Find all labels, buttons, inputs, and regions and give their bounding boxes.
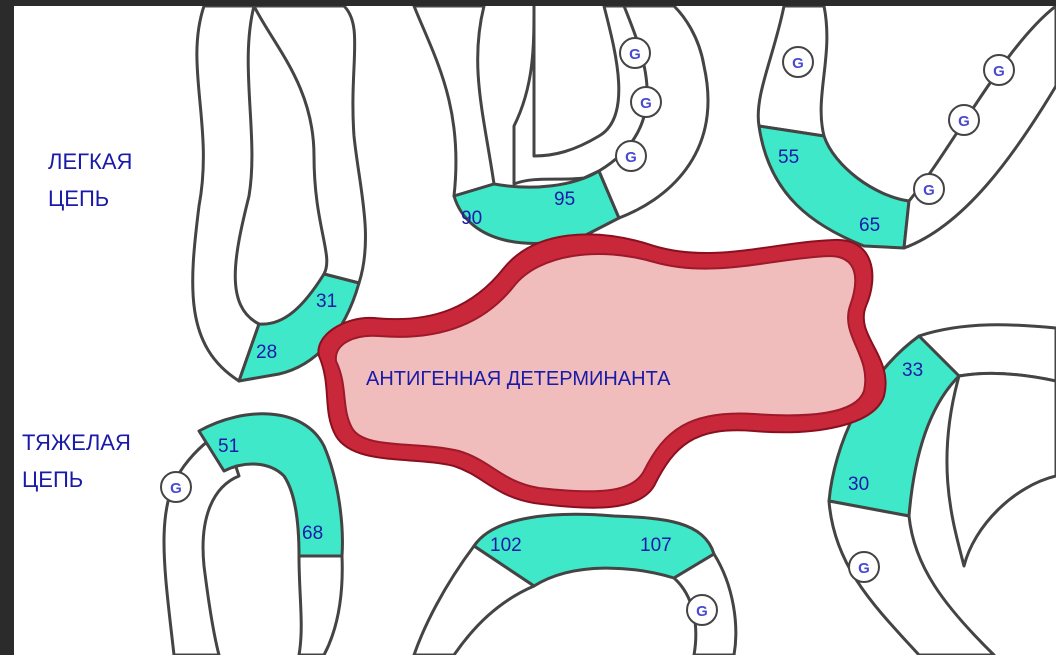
glycan-marker: G	[949, 105, 979, 135]
glycan-marker: G	[849, 552, 879, 582]
heavy-chain-loop-3c	[947, 374, 1056, 566]
residue-31: 31	[316, 291, 337, 312]
residue-107: 107	[640, 535, 672, 556]
residue-51: 51	[218, 436, 239, 457]
heavy-chain-loop-1b	[299, 556, 342, 655]
glycan-label: G	[792, 55, 804, 72]
glycan-label: G	[696, 603, 708, 620]
light-chain-loop-1b	[254, 6, 365, 283]
antibody-antigen-diagram: G G G G G G G G G G 28 31 90 95 55 65 51…	[14, 6, 1056, 655]
glycan-marker: G	[620, 38, 650, 68]
glycan-marker: G	[616, 141, 646, 171]
glycan-marker: G	[631, 87, 661, 117]
glycan-label: G	[629, 46, 641, 63]
residue-55: 55	[778, 147, 799, 168]
glycan-marker: G	[161, 472, 191, 502]
residue-102: 102	[490, 535, 522, 556]
glycan-label: G	[640, 95, 652, 112]
residue-28: 28	[256, 342, 277, 363]
heavy-chain-label-line1: ТЯЖЕЛАЯ	[22, 430, 131, 455]
glycan-marker: G	[687, 595, 717, 625]
glycan-label: G	[958, 113, 970, 130]
light-chain-loop-3b	[904, 6, 1056, 248]
glycan-label: G	[170, 480, 182, 497]
antigen-label: АНТИГЕННАЯ ДЕТЕРМИНАНТА	[366, 368, 671, 390]
glycan-label: G	[923, 182, 935, 199]
residue-33: 33	[902, 360, 923, 381]
glycan-label: G	[858, 560, 870, 577]
glycan-marker: G	[914, 174, 944, 204]
glycan-marker: G	[984, 55, 1014, 85]
light-chain-label-line2: ЦЕПЬ	[48, 186, 109, 211]
residue-68: 68	[302, 523, 323, 544]
light-chain-label-line1: ЛЕГКАЯ	[48, 149, 132, 174]
glycan-label: G	[625, 149, 637, 166]
residue-65: 65	[859, 215, 880, 236]
heavy-chain-label-line2: ЦЕПЬ	[22, 467, 83, 492]
diagram-canvas: G G G G G G G G G G 28 31 90 95 55 65 51…	[14, 6, 1056, 655]
residue-30: 30	[848, 474, 869, 495]
light-chain-loop-1	[193, 6, 259, 381]
glycan-marker: G	[783, 47, 813, 77]
contact-region-55-65	[759, 126, 909, 248]
residue-95: 95	[554, 189, 575, 210]
residue-90: 90	[461, 208, 482, 229]
light-chain-loop-2	[414, 6, 494, 196]
glycan-label: G	[993, 63, 1005, 80]
